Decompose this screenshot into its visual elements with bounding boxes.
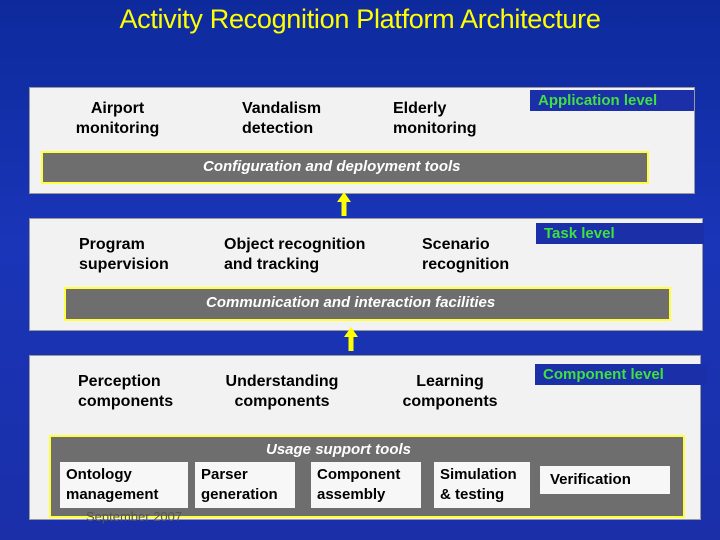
component-item-understanding: Understanding components bbox=[225, 373, 339, 410]
configuration-tools-bar: Configuration and deployment tools bbox=[41, 151, 649, 184]
tool-ontology-management: Ontology management bbox=[60, 462, 188, 508]
application-level-label: Application level bbox=[530, 90, 694, 111]
footer-date: September 2007 bbox=[86, 509, 183, 524]
page-title: Activity Recognition Platform Architectu… bbox=[119, 4, 601, 34]
tool-parser-generation: Parser generation bbox=[195, 462, 295, 508]
task-item-object-recognition: Object recognition and tracking bbox=[224, 236, 366, 273]
application-item-airport: Airport monitoring bbox=[75, 100, 160, 137]
tool-component-assembly: Component assembly bbox=[311, 462, 421, 508]
tool-simulation-testing: Simulation & testing bbox=[434, 462, 530, 508]
component-level-label: Component level bbox=[535, 364, 707, 385]
arrow-up-icon bbox=[337, 192, 351, 216]
task-level-label: Task level bbox=[536, 223, 704, 244]
communication-facilities-label: Communication and interaction facilities bbox=[206, 294, 496, 311]
task-item-scenario-recognition: Scenario recognition bbox=[422, 236, 510, 273]
tool-verification: Verification bbox=[540, 466, 670, 494]
arrow-up-icon bbox=[344, 327, 358, 351]
task-item-program-supervision: Program supervision bbox=[79, 236, 169, 273]
application-item-vandalism: Vandalism detection bbox=[242, 100, 322, 137]
component-item-learning: Learning components bbox=[402, 373, 498, 410]
usage-support-tools-label: Usage support tools bbox=[266, 441, 412, 458]
application-item-elderly: Elderly monitoring bbox=[393, 100, 477, 137]
configuration-tools-label: Configuration and deployment tools bbox=[203, 158, 461, 175]
component-item-perception: Perception components bbox=[78, 373, 174, 410]
communication-facilities-bar: Communication and interaction facilities bbox=[64, 287, 671, 321]
